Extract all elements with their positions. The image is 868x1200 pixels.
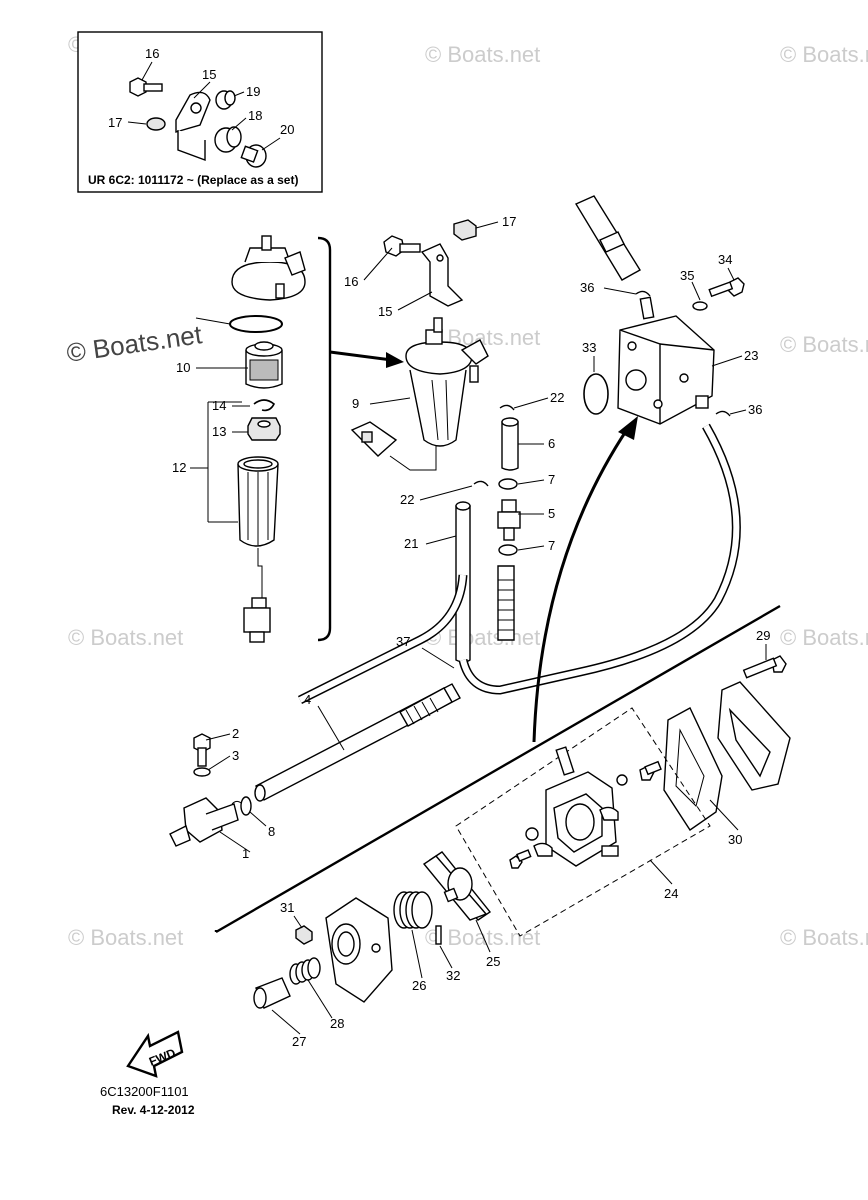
callout-label: 32 — [446, 968, 460, 983]
fwd-arrow-icon: FWD — [126, 1030, 184, 1078]
arrow-right-icon — [329, 350, 404, 368]
filter-exploded — [207, 235, 306, 643]
callout-label: 9 — [352, 396, 359, 411]
callout-label: 8 — [268, 824, 275, 839]
callout-label: 4 — [304, 692, 311, 707]
callout-label: 13 — [212, 424, 226, 439]
bolt-icon — [129, 77, 163, 97]
grommet-icon — [214, 126, 242, 153]
callout-label: 12 — [172, 460, 186, 475]
callout-label: 15 — [202, 67, 216, 82]
grommet-icon — [215, 90, 236, 110]
watermark: © Boats.net — [780, 42, 868, 67]
fuel-hose — [254, 683, 461, 802]
watermark: © Boats.net — [780, 625, 868, 650]
lower-pump-assembly — [253, 655, 791, 1009]
watermark: © Boats.net — [425, 925, 540, 950]
watermark: © Boats.net — [425, 42, 540, 67]
callout-label: 25 — [486, 954, 500, 969]
callout-label: 36 — [748, 402, 762, 417]
callout-label: 22 — [400, 492, 414, 507]
callout-label: 10 — [176, 360, 190, 375]
fuel-pump — [574, 195, 745, 425]
callout-label: 22 — [550, 390, 564, 405]
callout-label: 31 — [280, 900, 294, 915]
fuel-filter-assembly — [350, 219, 521, 663]
collar-icon — [240, 144, 267, 168]
callout-label: 27 — [292, 1034, 306, 1049]
callout-label: 16 — [344, 274, 358, 289]
watermark: © Boats.net — [68, 625, 183, 650]
fuel-joint — [169, 733, 252, 847]
callout-label: 23 — [744, 348, 758, 363]
watermarks: © Boats.net © Boats.net © Boats.net © Bo… — [65, 32, 868, 950]
watermark: © Boats.net — [68, 925, 183, 950]
callout-label: 33 — [582, 340, 596, 355]
callout-label: 18 — [248, 108, 262, 123]
callout-label: 1 — [242, 846, 249, 861]
revision-date: Rev. 4-12-2012 — [112, 1103, 195, 1117]
callout-label: 26 — [412, 978, 426, 993]
callout-label: 29 — [756, 628, 770, 643]
callout-label: 6 — [548, 436, 555, 451]
callout-label: 36 — [580, 280, 594, 295]
callout-label: 34 — [718, 252, 732, 267]
callout-label: 17 — [502, 214, 516, 229]
inset-box: 16 15 19 17 18 20 UR 6C2: 1011172 ~ (Rep… — [77, 31, 323, 193]
watermark: © Boats.net — [780, 332, 868, 357]
callout-label: 15 — [378, 304, 392, 319]
callout-label: 21 — [404, 536, 418, 551]
callout-label: 7 — [548, 472, 555, 487]
callout-label: 35 — [680, 268, 694, 283]
watermark: © Boats.net — [780, 925, 868, 950]
callout-label: 30 — [728, 832, 742, 847]
inset-note: UR 6C2: 1011172 ~ (Replace as a set) — [88, 173, 298, 187]
callout-label: 28 — [330, 1016, 344, 1031]
callout-label: 7 — [548, 538, 555, 553]
nut-icon — [146, 117, 166, 131]
callout-label: 2 — [232, 726, 239, 741]
callout-label: 16 — [145, 46, 159, 61]
callout-label: 17 — [108, 115, 122, 130]
arrow-up-icon — [532, 416, 638, 743]
callout-label: 19 — [246, 84, 260, 99]
callouts: 1 2 3 4 5 6 7 7 8 9 10 12 13 14 15 16 17… — [172, 214, 770, 1049]
callout-label: 5 — [548, 506, 555, 521]
callout-label: 20 — [280, 122, 294, 137]
callout-label: 37 — [396, 634, 410, 649]
callout-label: 3 — [232, 748, 239, 763]
group-bracket — [317, 236, 332, 642]
watermark: © Boats.net — [425, 625, 540, 650]
leader-lines — [190, 221, 767, 1035]
bracket-icon — [175, 91, 211, 162]
diagram-code: 6C13200F1101 — [100, 1084, 189, 1099]
callout-label: 24 — [664, 886, 678, 901]
callout-label: 14 — [212, 398, 226, 413]
